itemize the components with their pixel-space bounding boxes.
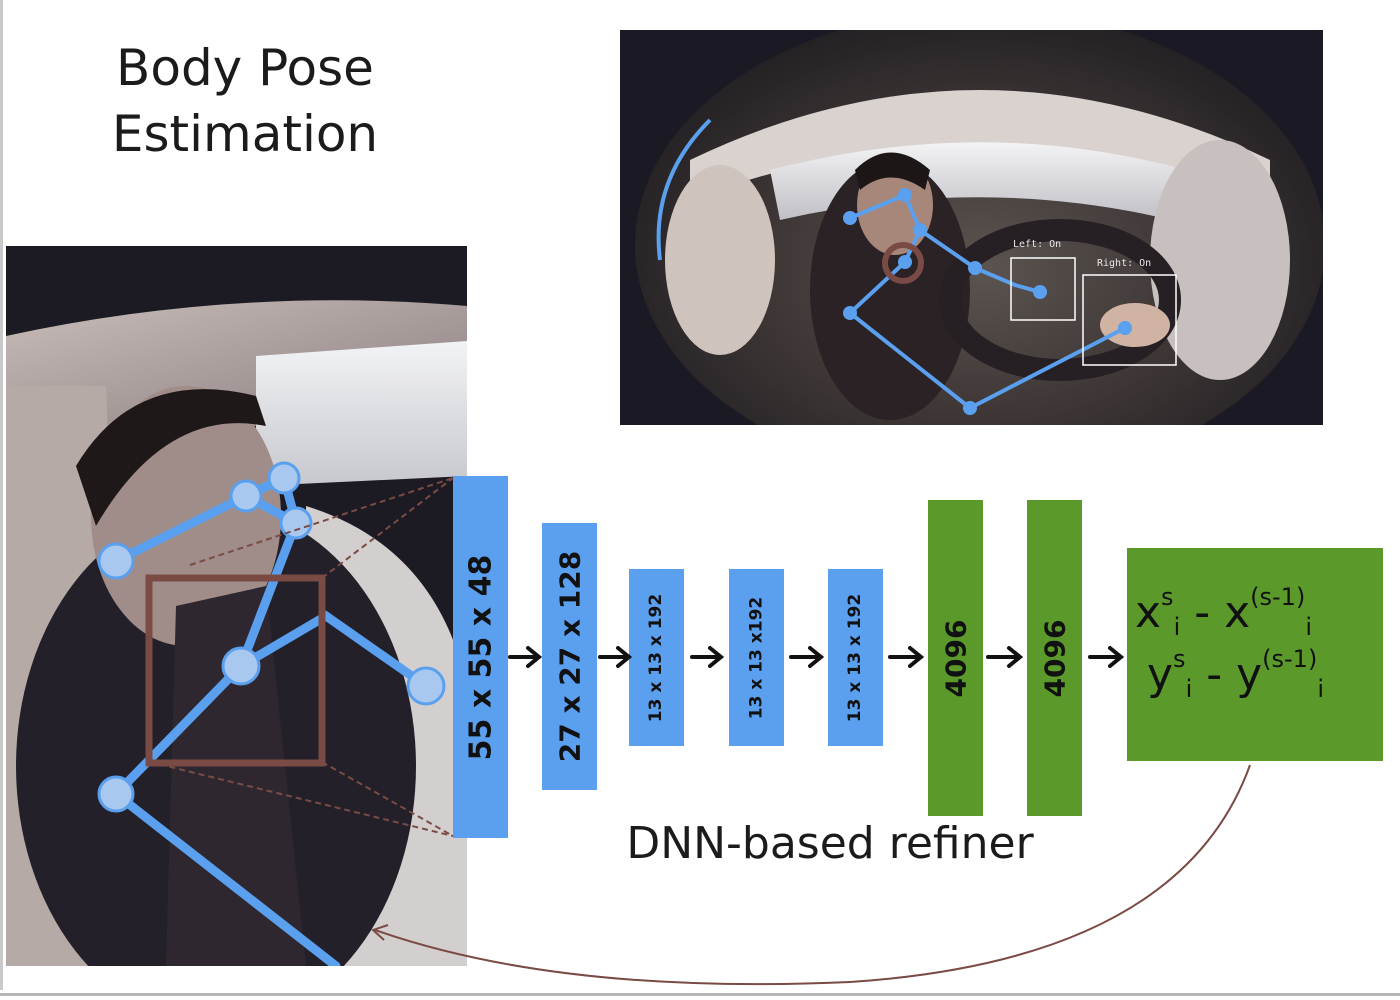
arrow-7	[1088, 646, 1125, 668]
left-hand-status: Left: On	[1013, 239, 1062, 250]
title-line-1: Body Pose	[116, 39, 374, 97]
left-driver-photo	[6, 246, 467, 966]
conv-layer-3: 13 x 13 x 192	[629, 569, 684, 746]
arrow-2	[598, 646, 633, 668]
conv-layer-5: 13 x 13 x 192	[828, 569, 883, 746]
arrow-5	[888, 646, 925, 668]
arrow-1	[508, 646, 543, 668]
output-layer: xsi - x(s-1)i ysi - y(s-1)i	[1127, 548, 1383, 761]
conv-layer-1: 55 x 55 x 48	[453, 476, 508, 838]
conv-layer-2: 27 x 27 x 128	[542, 523, 597, 790]
network-caption: DNN-based refiner	[626, 818, 1034, 869]
slide-bottom-border	[0, 993, 1400, 996]
fc-layer-2: 4096	[1027, 500, 1082, 816]
arrow-6	[986, 646, 1024, 668]
fc-layer-1: 4096	[928, 500, 983, 816]
arrow-3	[690, 646, 725, 668]
slide-left-border	[0, 0, 3, 990]
arrow-4	[789, 646, 825, 668]
conv-layer-4: 13 x 13 x192	[729, 569, 784, 746]
title-line-2: Estimation	[111, 105, 379, 163]
output-formula-x: xsi - x(s-1)i	[1135, 583, 1312, 641]
slide-title: Body Pose Estimation	[85, 35, 405, 167]
top-driver-photo	[620, 30, 1323, 425]
output-formula-y: ysi - y(s-1)i	[1147, 645, 1324, 703]
right-hand-status: Right: On	[1097, 258, 1152, 269]
